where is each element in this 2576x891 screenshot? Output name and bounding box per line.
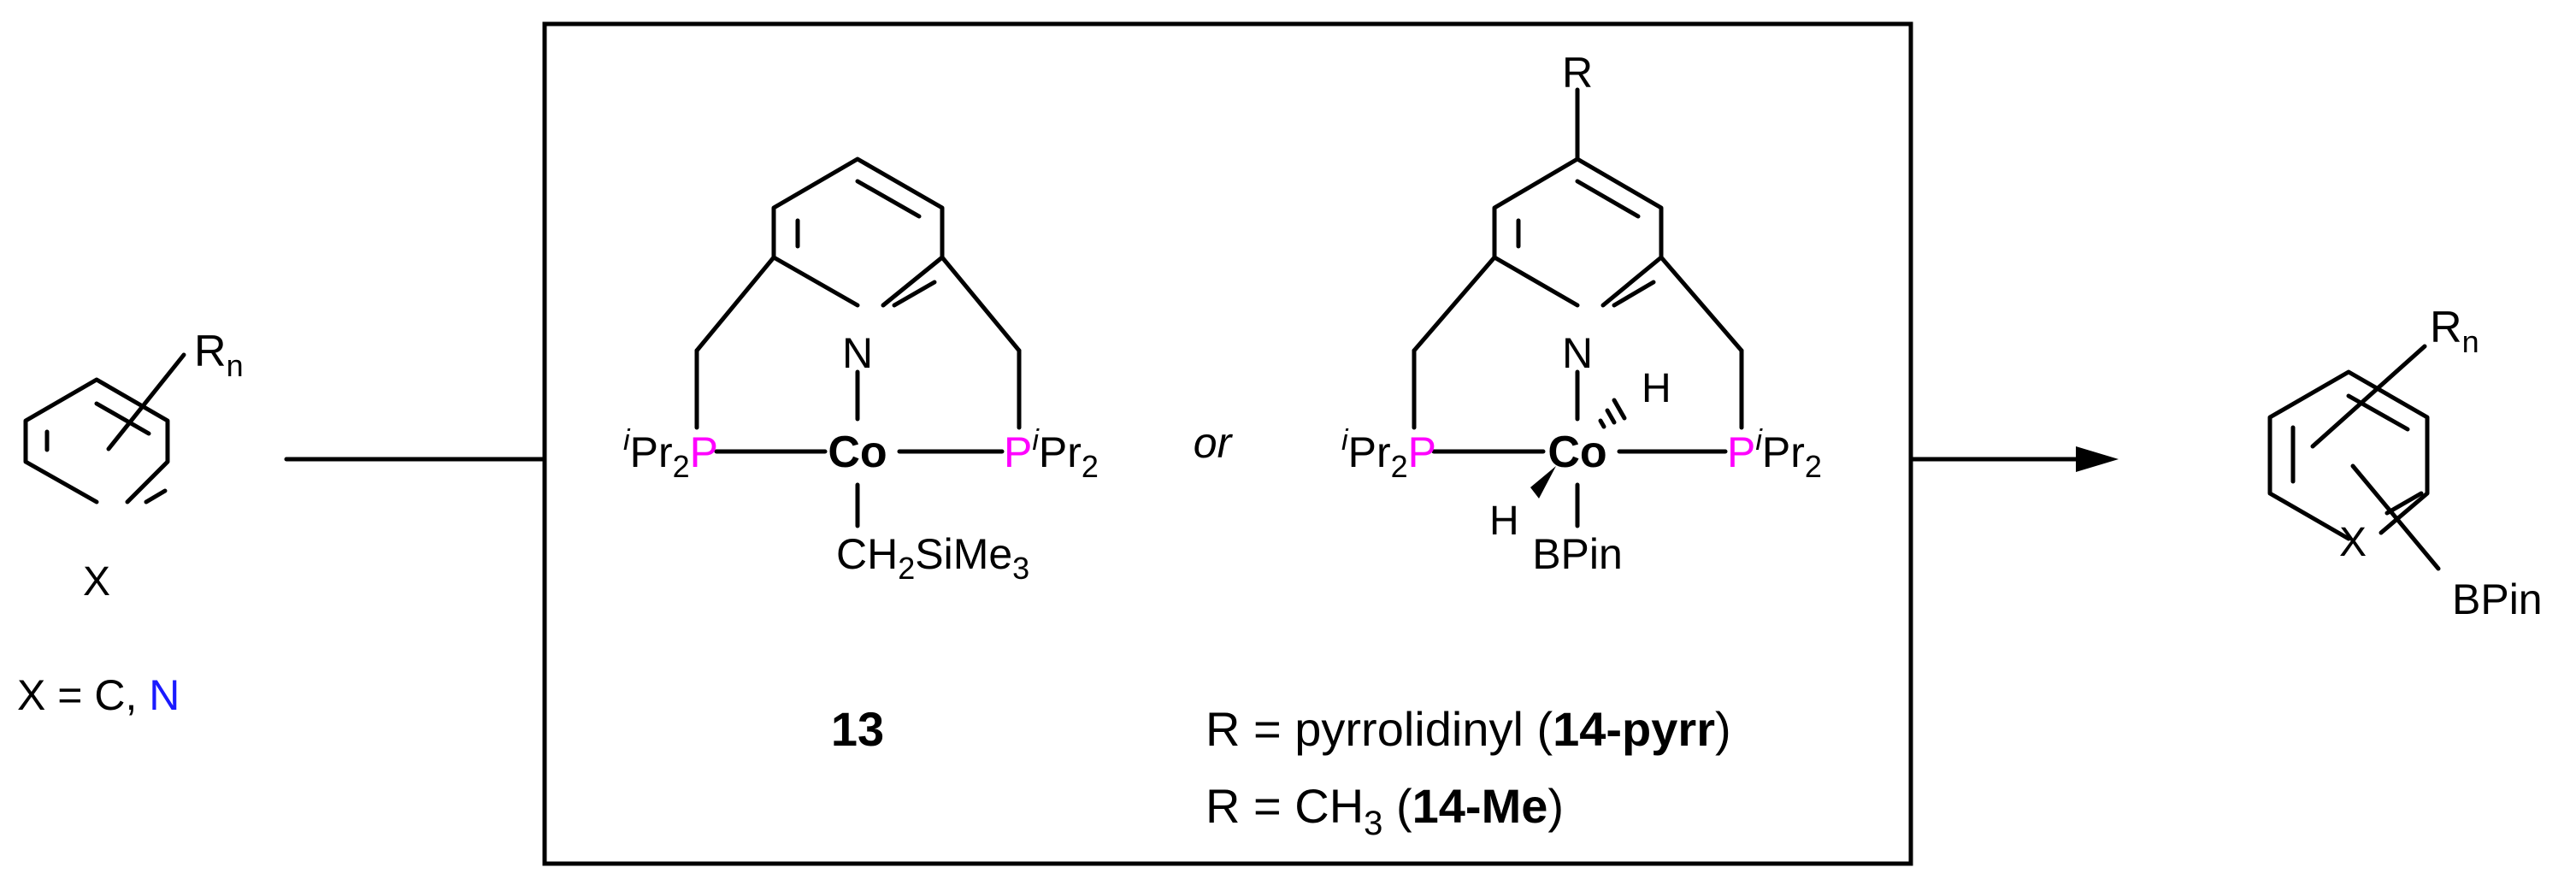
product-substituent: Rn [2430,303,2479,359]
catalyst-14-right-phosphine: PiPr2 [1727,424,1822,484]
product-double-bond-top [2346,393,2410,432]
catalyst-13-double-right [892,280,937,308]
catalyst-14-double-right [1612,280,1656,308]
product-boryl-bond [2350,463,2441,571]
connector-or: or [1194,419,1234,467]
catalyst-13-n-atom: N [842,329,873,377]
reaction-arrow [284,446,2119,472]
reactant-ring-bonds [23,377,170,505]
catalyst-14-para-substituent: R [1562,49,1593,97]
reactant-double-bond-top [94,401,151,436]
catalyst-14-double-top [1575,179,1641,219]
product-ring-bonds [2267,369,2430,541]
catalyst-14-boryl: BPin [1532,530,1623,578]
reactant-arene: Rn X X = C, N [17,327,244,719]
catalyst-14-definition-pyrr: R = pyrrolidinyl (14-pyrr) [1205,702,1731,756]
catalyst-13-ch2-right-a [940,255,1022,353]
catalyst-14-hashed-wedge [1598,398,1627,429]
catalyst-14-hydride-top: H [1642,366,1671,411]
catalyst-13-label: 13 [831,702,884,756]
catalyst-13-left-phosphine: iPr2P [623,424,718,484]
catalyst-13-right-phosphine: PiPr2 [1004,424,1099,484]
arrow-head [2076,446,2119,472]
product-substituent-bond [2310,344,2427,449]
product-boryl: BPin [2452,575,2543,623]
reactant-double-bond-bottom [144,488,168,505]
product-double-bond-bottom [2384,491,2424,516]
product-arene: Rn X BPin [2267,303,2543,623]
catalyst-14-ch2-right-a [1659,255,1744,353]
catalyst-14-hydride-bottom: H [1489,499,1519,544]
catalyst-14-left-phosphine: iPr2P [1341,424,1436,484]
product-ring-atom: X [2339,520,2367,565]
reactant-ring-atom: X [83,559,110,605]
reactant-substituent-bond [106,352,186,451]
catalyst-box [542,21,1913,866]
catalyst-14-solid-wedge [1530,466,1556,499]
catalyst-13: N Co iPr2P PiPr2 CH2SiMe3 13 [623,156,1099,756]
catalyst-14-metal: Co [1547,428,1606,477]
catalyst-13-ch2-left-a [694,255,776,353]
catalyst-14: R N Co H H BPin iPr2P PiPr2 R = pyrrolid… [1205,49,1822,842]
catalyst-14-ch2-left-a [1412,255,1497,353]
catalyst-13-double-top [855,179,922,219]
catalyst-14-n-atom: N [1562,329,1593,377]
catalyst-13-alkyl-ligand: CH2SiMe3 [836,530,1029,586]
catalyst-13-metal: Co [828,428,887,477]
reactant-definition: X = C, N [17,671,180,719]
catalyst-14-definition-me: R = CH3 (14-Me) [1205,779,1564,842]
reactant-substituent: Rn [194,327,244,383]
